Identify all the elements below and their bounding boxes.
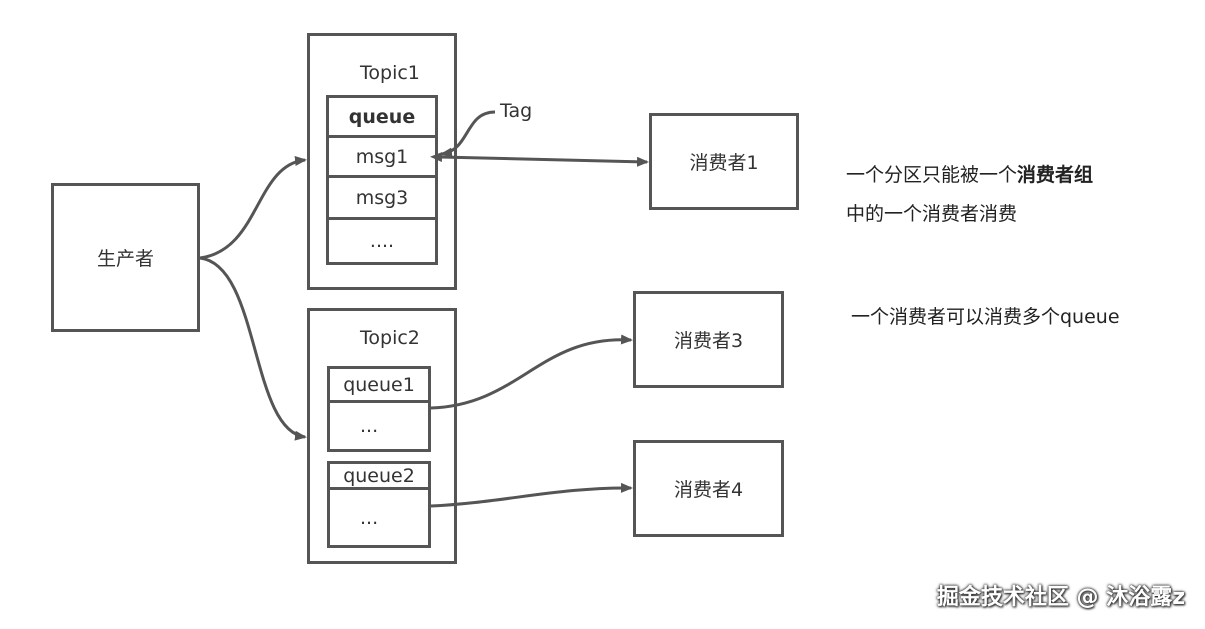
arrow-tag-msg1 [440, 110, 496, 158]
queue2-box: queue2 ... [327, 461, 431, 548]
queue2-body-text: ... [360, 506, 379, 529]
consumer4-label: 消费者4 [673, 479, 744, 501]
note-partition: 一个分区只能被一个消费者组 [846, 160, 1093, 187]
queue1-header-cell: queue1 [330, 369, 428, 403]
arrow-queue2-consumer4 [430, 482, 633, 508]
consumer3-box: 消费者3 [633, 291, 784, 388]
note1-bold: 消费者组 [1017, 164, 1094, 186]
queue-header-text: queue [348, 105, 416, 128]
queue1-body-text: ... [360, 415, 379, 437]
queue1-box: queue1 ... [327, 366, 431, 452]
queue2-header-cell: queue2 [330, 464, 428, 490]
consumer4-box: 消费者4 [633, 440, 784, 537]
queue1-header-text: queue1 [343, 373, 415, 396]
producer-box: 生产者 [51, 183, 200, 332]
queue1-body-cell: ... [330, 403, 428, 449]
queue2-header-text: queue2 [343, 464, 415, 487]
tag-label: Tag [500, 100, 533, 122]
consumer3-label: 消费者3 [673, 330, 744, 352]
topic1-title: Topic1 [360, 62, 420, 84]
ellipsis-cell: .... [329, 220, 435, 262]
arrow-queue1-consumer3 [430, 334, 633, 410]
ellipsis-text: .... [369, 230, 395, 252]
queue2-body-cell: ... [330, 490, 428, 545]
note2-text: 一个消费者可以消费多个queue [851, 306, 1120, 328]
topic1-queue-stack: queue msg1 msg3 .... [326, 95, 438, 265]
arrow-producer-topic1 [199, 156, 307, 260]
msg1-cell: msg1 [329, 138, 435, 178]
topic2-title: Topic2 [360, 327, 420, 349]
arrow-producer-topic2 [199, 256, 307, 441]
note-partition-line2: 中的一个消费者消费 [846, 199, 1017, 226]
msg3-cell: msg3 [329, 178, 435, 220]
msg1-text: msg1 [355, 145, 409, 168]
consumer1-label: 消费者1 [689, 152, 759, 174]
producer-label: 生产者 [96, 248, 154, 270]
arrow-msg1-consumer1 [430, 152, 649, 167]
note1-line2: 中的一个消费者消费 [846, 203, 1018, 225]
watermark: 掘金技术社区 @ 沐浴露z [936, 585, 1185, 610]
note1-prefix: 一个分区只能被一个 [846, 164, 1018, 186]
queue-header-cell: queue [329, 98, 435, 138]
note-consumer-queues: 一个消费者可以消费多个queue [851, 302, 1120, 329]
consumer1-box: 消费者1 [649, 113, 799, 210]
msg3-text: msg3 [355, 186, 409, 209]
